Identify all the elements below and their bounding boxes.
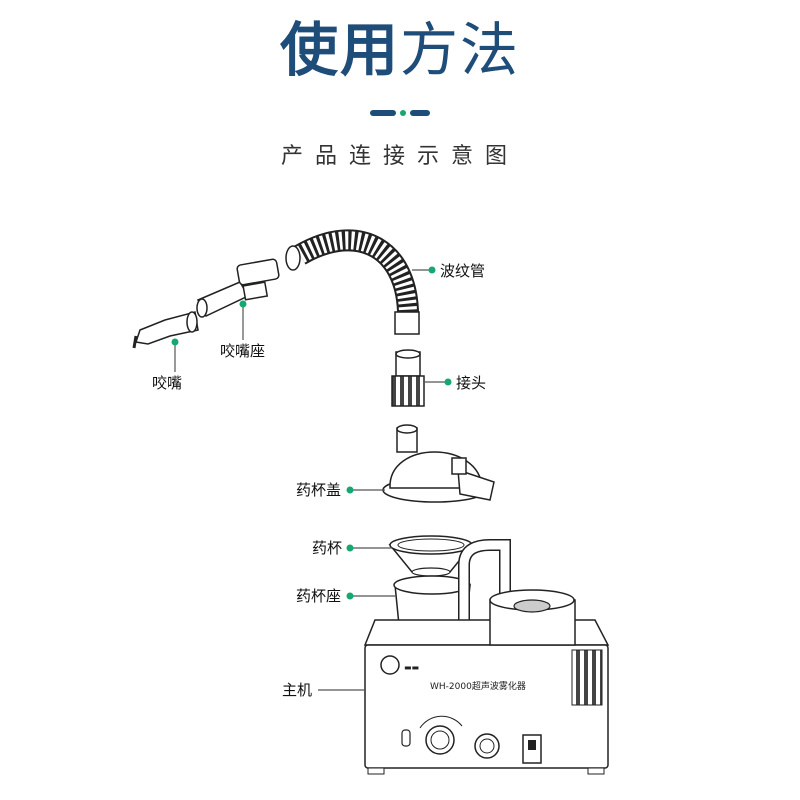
mouthpiece (132, 311, 199, 349)
label-cup: 药杯 (312, 539, 342, 557)
label-mouthpiece-seat: 咬嘴座 (220, 342, 265, 360)
label-main-unit: 主机 (282, 681, 312, 699)
svg-text:▬▬: ▬▬ (404, 663, 419, 672)
page-title: 使用方法 (0, 14, 800, 86)
model-label: WH-2000超声波雾化器 (430, 680, 526, 692)
title-light: 方法 (400, 16, 521, 84)
main-unit: ▬▬ WH-2000超声波雾化器 (363, 589, 610, 775)
label-mouthpiece: 咬嘴 (152, 374, 182, 392)
cup-seat (393, 539, 511, 642)
label-corrugated-tube: 波纹管 (440, 262, 485, 280)
page-subtitle: 产品连接示意图 (280, 144, 519, 169)
cup-lid (382, 424, 495, 503)
title-bold: 使用 (279, 16, 400, 84)
mouthpiece-seat (196, 258, 280, 318)
title-divider (370, 110, 430, 116)
connector (391, 349, 425, 407)
label-connector: 接头 (456, 374, 486, 392)
medicine-cup (388, 535, 474, 577)
corrugated-tube (285, 229, 420, 335)
label-cup-lid: 药杯盖 (296, 481, 341, 499)
label-cup-seat: 药杯座 (296, 587, 341, 605)
